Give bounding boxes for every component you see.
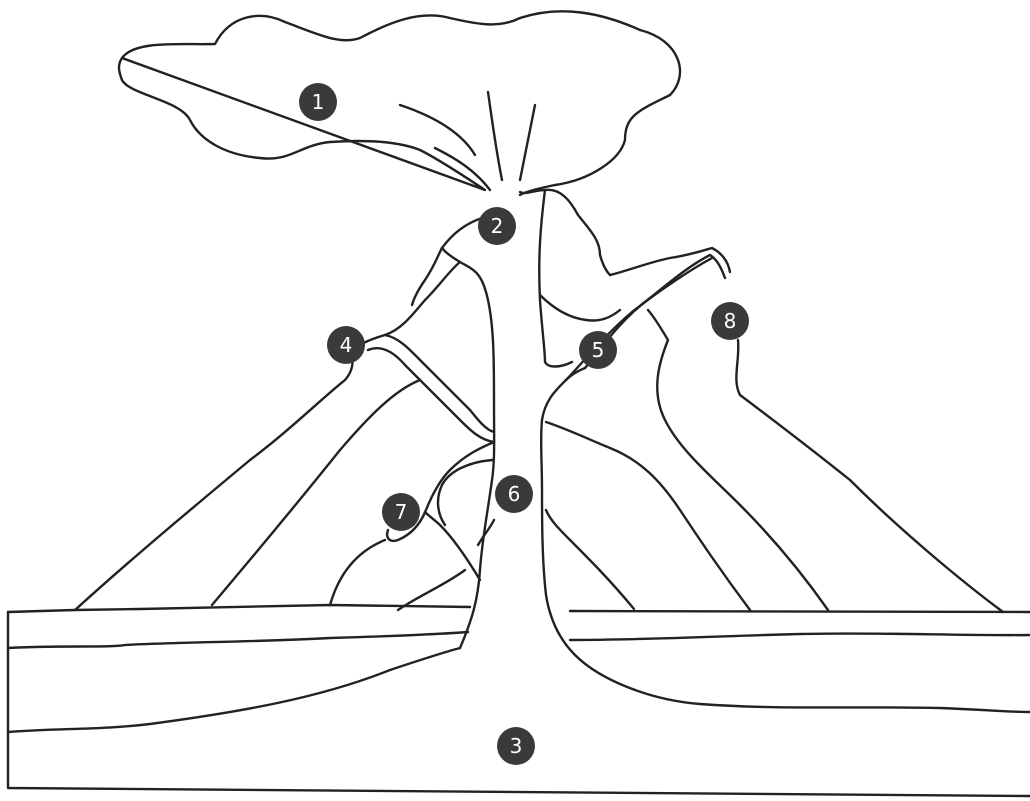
svg-text:6: 6 xyxy=(508,482,521,506)
ground-layer-line xyxy=(8,648,1030,732)
crater-rim xyxy=(442,190,610,275)
svg-text:1: 1 xyxy=(312,90,325,114)
inner-ridge xyxy=(398,570,465,610)
inner-ridge xyxy=(212,380,420,605)
marker-5: 5 xyxy=(579,331,617,369)
marker-4: 4 xyxy=(327,326,365,364)
svg-text:2: 2 xyxy=(491,214,504,238)
marker-7: 7 xyxy=(382,493,420,531)
conduit-left-wall xyxy=(442,248,494,648)
eruption-streak xyxy=(488,92,502,180)
svg-text:8: 8 xyxy=(724,309,737,333)
inner-ridge xyxy=(546,510,634,609)
marker-2: 2 xyxy=(478,207,516,245)
ash-cloud xyxy=(119,11,680,195)
marker-6: 6 xyxy=(495,475,533,513)
vent-inner-curve xyxy=(540,295,620,321)
marker-3: 3 xyxy=(497,727,535,765)
volcano-right-slope xyxy=(736,340,1003,612)
inner-ridge xyxy=(330,540,385,605)
eruption-streak xyxy=(435,148,490,190)
marker-8: 8 xyxy=(711,302,749,340)
side-vent-left xyxy=(350,262,460,352)
ground-bottom-line xyxy=(8,612,1030,796)
svg-text:7: 7 xyxy=(395,500,408,524)
vent-right-inner xyxy=(539,190,572,367)
side-vent-left xyxy=(385,335,494,432)
dike xyxy=(438,460,492,525)
svg-text:5: 5 xyxy=(592,338,605,362)
svg-text:3: 3 xyxy=(510,734,523,758)
inner-ridge xyxy=(546,422,750,610)
dike xyxy=(425,512,480,580)
svg-text:4: 4 xyxy=(340,333,353,357)
ground-top-line xyxy=(8,605,1030,612)
eruption-streak xyxy=(520,105,535,180)
marker-1: 1 xyxy=(299,83,337,121)
volcano-left-slope xyxy=(75,352,352,610)
right-peak-ridge xyxy=(610,248,730,275)
ground-layer-line xyxy=(8,632,1030,648)
side-vent-left xyxy=(368,348,494,442)
